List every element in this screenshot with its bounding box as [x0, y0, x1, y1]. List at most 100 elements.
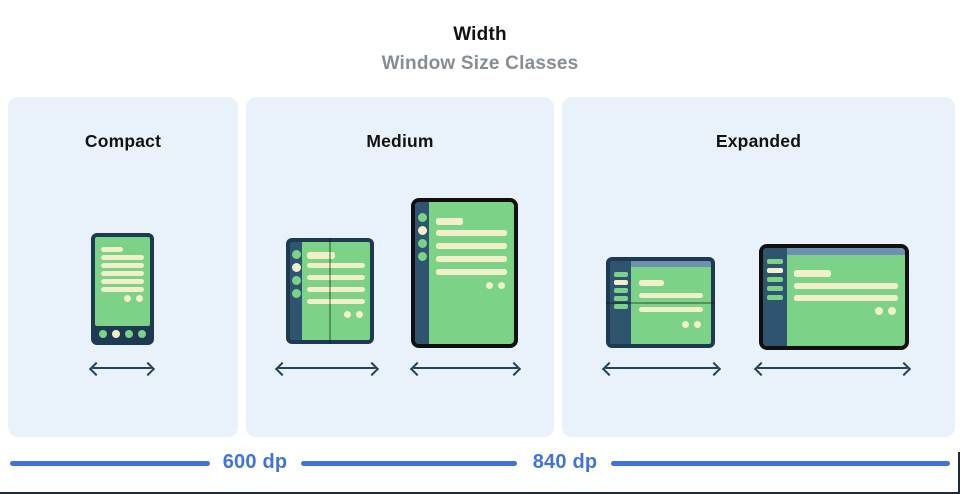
rail-dot: [417, 213, 427, 222]
content-line: [101, 287, 144, 292]
content-line-title: [436, 218, 463, 225]
tablet-screen: [429, 202, 514, 344]
dot: [486, 282, 493, 289]
content-line: [794, 295, 898, 301]
nav-rail: [610, 261, 631, 344]
rail-dot: [291, 250, 301, 259]
screen-content: [631, 267, 711, 344]
content-line: [101, 255, 144, 260]
breakpoint-line-segment: [301, 461, 517, 466]
content-line: [101, 279, 144, 284]
breakpoint-line-segment: [10, 461, 210, 466]
content-line: [436, 230, 507, 236]
panel-label-expanded: Expanded: [715, 131, 802, 151]
content-line-title: [794, 270, 831, 277]
size-class-panel-medium: Medium: [246, 97, 554, 437]
content-line: [436, 256, 507, 262]
nav-rail: [415, 202, 429, 344]
phone-screen: [95, 237, 150, 326]
content-line: [101, 263, 144, 268]
dot: [356, 311, 363, 318]
foldable-landscape-mockup: [606, 257, 715, 348]
panel-label-compact: Compact: [84, 131, 162, 151]
dot: [136, 295, 143, 302]
breakpoint-label-600dp: 600 dp: [222, 451, 288, 473]
desktop-mockup: [759, 244, 909, 350]
dot: [682, 321, 689, 328]
width-arrow: [92, 367, 152, 369]
rail-bar: [613, 280, 628, 285]
content-line: [307, 263, 365, 268]
content-line: [436, 269, 507, 275]
rail-dot: [291, 263, 301, 272]
rail-bar: [767, 268, 783, 273]
dot: [498, 282, 505, 289]
content-line: [436, 243, 507, 249]
rail-bar: [767, 295, 783, 300]
desktop-screen: [787, 248, 905, 346]
content-line-title: [101, 247, 123, 252]
content-line-title: [307, 252, 335, 259]
nav-rail: [290, 242, 302, 340]
breakpoint-line-segment: [611, 461, 950, 466]
foldable-screen: [302, 242, 370, 340]
fold-crease-horizontal: [606, 301, 715, 304]
foldable-open-mockup: [286, 238, 374, 344]
dot: [344, 311, 351, 318]
rail-dot: [417, 252, 427, 261]
width-arrow: [413, 367, 518, 369]
content-line: [639, 293, 703, 298]
rail-dot: [417, 226, 427, 235]
nav-dot: [125, 329, 133, 338]
content-dots: [794, 307, 898, 315]
content-dots: [436, 282, 507, 289]
rail-bar: [613, 288, 628, 293]
rail-bar: [613, 304, 628, 309]
nav-dot: [99, 329, 107, 338]
dot: [694, 321, 701, 328]
breakpoint-label-840dp: 840 dp: [532, 451, 598, 473]
dot: [124, 295, 131, 302]
fold-crease-vertical: [329, 238, 331, 344]
tablet-portrait-mockup: [411, 198, 518, 348]
dot: [888, 307, 896, 315]
dot: [875, 307, 883, 315]
nav-dot: [112, 329, 120, 338]
size-class-panels: Compact: [8, 97, 955, 437]
nav-dot: [138, 329, 146, 338]
rail-bar: [767, 259, 783, 264]
rail-bar: [613, 296, 628, 301]
app-bar: [631, 261, 711, 267]
width-arrow: [278, 367, 376, 369]
foldable-landscape-screen: [631, 261, 711, 344]
page-subtitle: Window Size Classes: [381, 53, 579, 74]
content-dots: [639, 321, 703, 328]
app-bar: [787, 248, 905, 255]
content-line: [307, 299, 365, 304]
image-bottom-edge: [0, 492, 960, 494]
rail-dot: [291, 276, 301, 285]
size-class-panel-compact: Compact: [8, 97, 238, 437]
page-title: Width: [453, 24, 507, 45]
size-class-panel-expanded: Expanded: [562, 97, 955, 437]
rail-bar: [767, 277, 783, 282]
phone-navbar: [95, 326, 150, 341]
width-arrow: [605, 367, 718, 369]
width-arrow: [757, 367, 908, 369]
content-line: [307, 287, 365, 292]
rail-dot: [291, 289, 301, 298]
screen-content: [787, 255, 905, 346]
content-dots: [307, 311, 365, 318]
content-line-title: [639, 280, 664, 286]
rail-bar: [767, 286, 783, 291]
image-right-edge: [958, 452, 960, 494]
phone-mockup: [91, 233, 154, 345]
content-dots: [101, 295, 144, 302]
diagram-header: Width Window Size Classes: [0, 24, 960, 75]
rail-dot: [417, 239, 427, 248]
content-line: [307, 275, 365, 280]
panel-label-medium: Medium: [366, 131, 434, 151]
content-line: [639, 307, 703, 312]
content-line: [101, 271, 144, 276]
